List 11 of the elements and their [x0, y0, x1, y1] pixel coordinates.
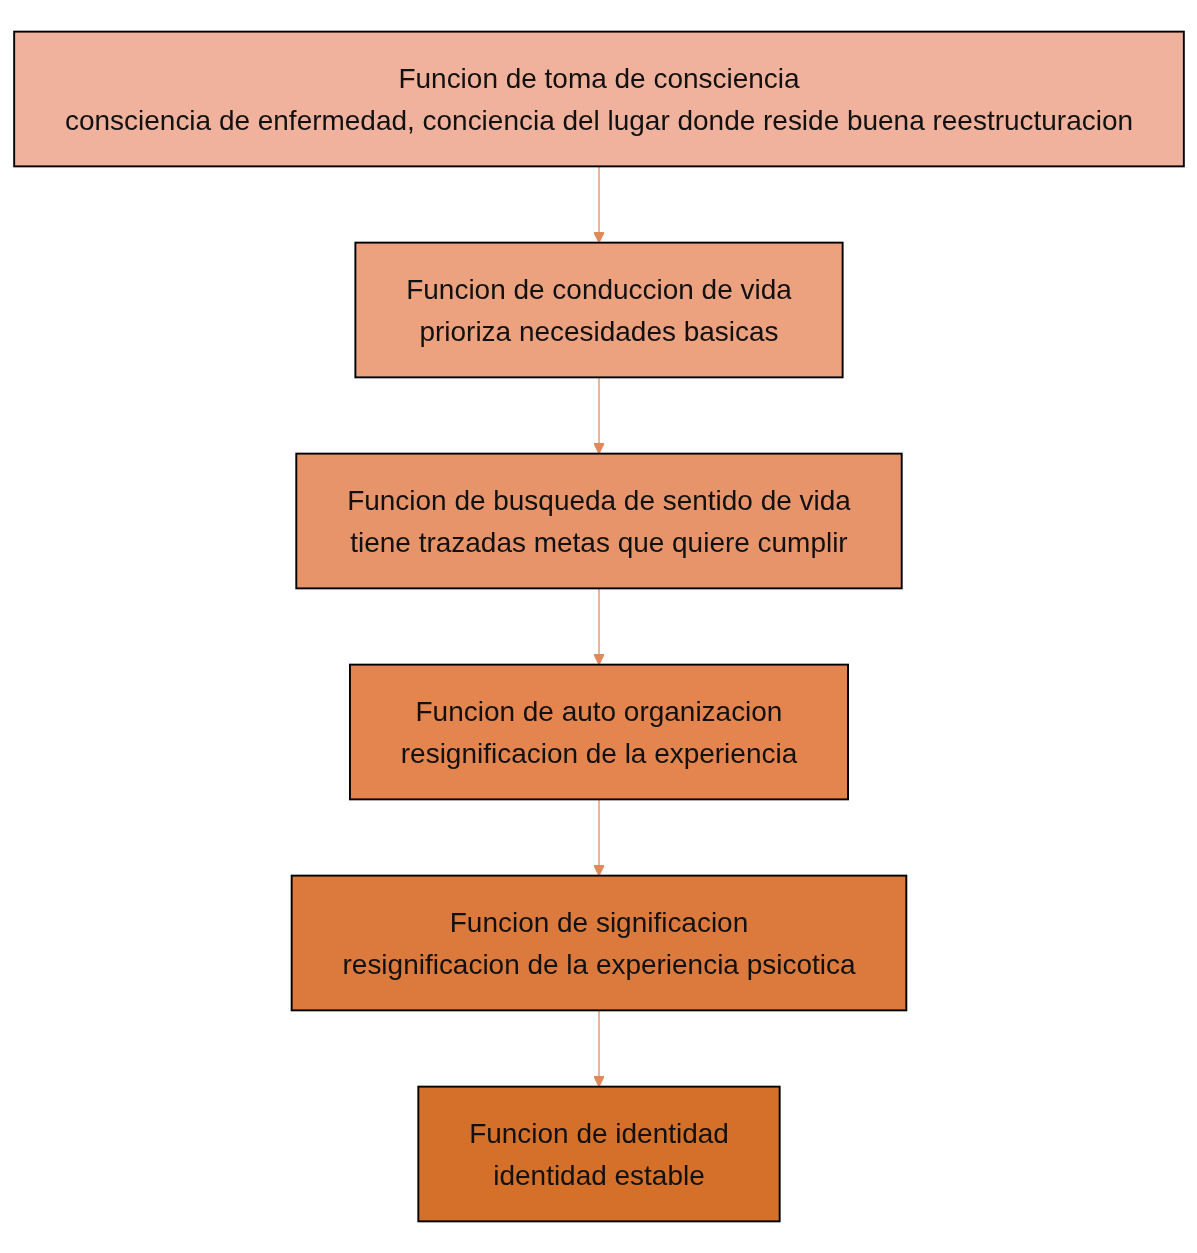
arrow [592, 165, 605, 244]
node-box: Funcion de auto organizacion resignificacion de la experiencia [348, 663, 849, 801]
node-box: Funcion de significacion resignificacion de la experiencia psicotica [290, 874, 907, 1012]
arrow [592, 376, 605, 455]
node-box: Funcion de identidad identidad estable [416, 1085, 781, 1223]
node-box: Funcion de busqueda de sentido de vida tiene trazadas metas que quiere cumplir [294, 452, 903, 590]
node-box: Funcion de conduccion de vida prioriza necesidades basicas [353, 241, 844, 379]
node-box: Funcion de toma de consciencia consciencia de enfermedad, conciencia del lugar donde reside buena reestructuracion [12, 30, 1185, 168]
arrow [592, 798, 605, 877]
arrow [592, 587, 605, 666]
arrow [592, 1009, 605, 1088]
